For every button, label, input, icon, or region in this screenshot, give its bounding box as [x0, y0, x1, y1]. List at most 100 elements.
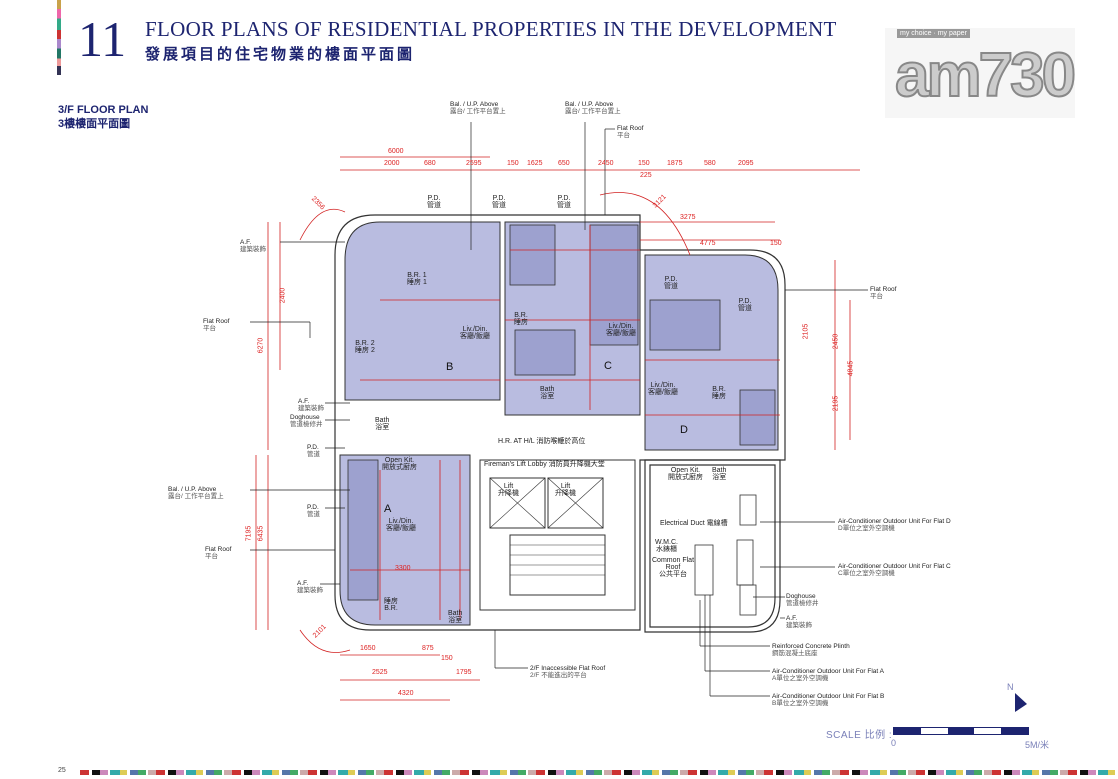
am730-logo: my choice · my paper am730 [885, 28, 1077, 118]
dim-top: 2095 [738, 160, 754, 167]
page-number: 25 [58, 767, 66, 774]
flat-b-label: B [446, 361, 454, 373]
dim-top: 150 [507, 160, 519, 167]
dim-left: 3300 [395, 565, 411, 572]
pd-5: P.D.管道 [738, 298, 752, 312]
logo-tagline: my choice · my paper [897, 29, 970, 38]
plan-title: 3/F FLOOR PLAN 3樓樓面平面圖 [58, 103, 148, 131]
dim-bottom: 875 [422, 645, 434, 652]
dim-right: 2450 [832, 333, 840, 350]
dim-right: 2195 [832, 395, 840, 412]
room-open-kit-a: Open Kit.開放式廚房 [382, 457, 417, 471]
callout-af-1: A.F.建築裝飾 [240, 239, 266, 253]
room-liv-din-c: Liv./Din.客廳/飯廳 [606, 323, 636, 337]
dim-left: 7195 [245, 525, 253, 542]
flat-a-label: A [384, 503, 392, 515]
dim-top: 680 [424, 160, 436, 167]
dim-bottom: 1650 [360, 645, 376, 652]
dim-bottom: 1795 [456, 669, 472, 676]
pd-4: P.D.管道 [664, 276, 678, 290]
dim-right: 150 [770, 240, 782, 247]
scale-end: 5M/米 [1025, 740, 1050, 750]
dim-bottom: 4320 [398, 690, 414, 697]
dim-right: 4775 [700, 240, 716, 247]
plan-title-en: 3/F FLOOR PLAN [58, 104, 149, 116]
dim-top: 1875 [667, 160, 683, 167]
hose-reel: H.R. AT H/L 消防喉轆於高位 [498, 438, 586, 445]
dim-left: 6435 [257, 525, 265, 542]
flat-d-label: D [680, 424, 688, 436]
dim-left: 2400 [279, 287, 287, 304]
electrical-duct: Electrical Duct 電線槽 [660, 520, 728, 527]
dim-top: 2000 [384, 160, 400, 167]
callout-af-2: A.F.建築裝飾 [298, 398, 324, 412]
callout-pd-2: P.D.管道 [307, 504, 320, 518]
dim-top: 150 [638, 160, 650, 167]
page-title-zh: 發展項目的住宅物業的樓面平面圖 [145, 46, 416, 63]
dim-top: 2595 [466, 160, 482, 167]
plan-title-zh: 3樓樓面平面圖 [58, 118, 131, 130]
dim-right: 3275 [680, 214, 696, 221]
dim-right: 2105 [802, 323, 810, 340]
dim-top: 2450 [598, 160, 614, 167]
wmc: W.M.C.水錶櫃 [655, 539, 678, 553]
north-arrow-icon [1015, 693, 1027, 712]
dim-top: 1625 [527, 160, 543, 167]
dim-top: 580 [704, 160, 716, 167]
room-liv-din-d: Liv./Din.客廳/飯廳 [648, 382, 678, 396]
scale-label: SCALE 比例 : [826, 730, 893, 741]
pd-2: P.D.管道 [492, 195, 506, 209]
room-liv-din-b: Liv./Din.客廳/飯廳 [460, 326, 490, 340]
section-number: 11 [78, 11, 127, 67]
dim-right: 4845 [847, 360, 855, 377]
north-label: N [1007, 682, 1014, 692]
bottom-color-strip [80, 770, 1118, 775]
dim-top: 650 [558, 160, 570, 167]
dim-left: 6270 [257, 337, 265, 354]
dim-bottom: 2525 [372, 669, 388, 676]
dim-top: 225 [640, 172, 652, 179]
callout-af-3: A.F.建築裝飾 [297, 580, 323, 594]
room-open-kit-d: Open Kit.開放式廚房 [668, 467, 703, 481]
scale-bar [893, 727, 1029, 735]
dim-bottom: 150 [441, 655, 453, 662]
pd-3: P.D.管道 [557, 195, 571, 209]
callout-af-right: A.F.建築裝飾 [786, 615, 812, 629]
flat-b-area [344, 221, 501, 401]
page-title: FLOOR PLANS OF RESIDENTIAL PROPERTIES IN… [145, 17, 837, 41]
callout-pd-1: P.D.管道 [307, 444, 320, 458]
room-liv-din-a: Liv./Din.客廳/飯廳 [386, 518, 416, 532]
room-br-d: B.R.睡房 [712, 386, 726, 400]
dim-top-overall: 6000 [388, 148, 404, 155]
scale-start: 0 [891, 738, 897, 748]
color-strip [57, 0, 61, 75]
flat-c-label: C [604, 360, 612, 372]
logo-text: am730 [894, 41, 1077, 110]
